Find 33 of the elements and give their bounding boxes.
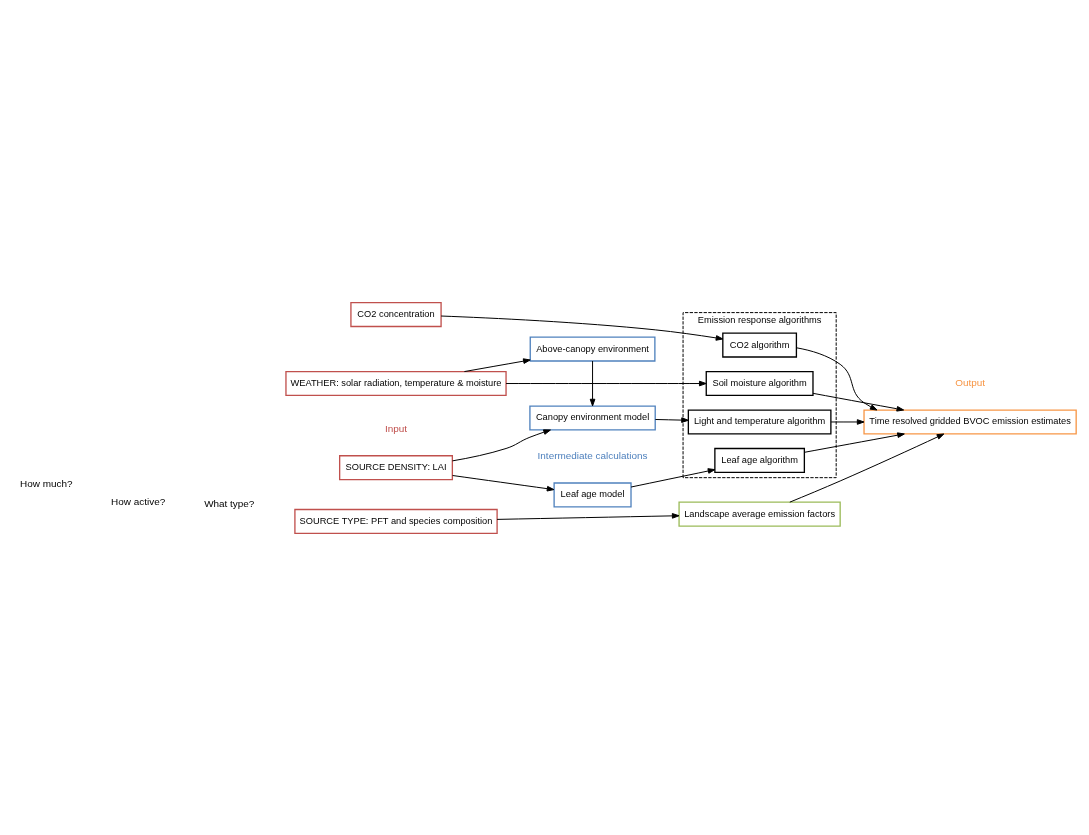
arrow bbox=[796, 346, 878, 410]
node-box: Leaf age algorithm bbox=[714, 447, 806, 473]
node-box: WEATHER: solar radiation, temperature & moisture bbox=[285, 370, 507, 396]
arrow bbox=[440, 315, 724, 341]
arrow bbox=[505, 380, 707, 386]
arrow bbox=[463, 357, 531, 372]
node-box: Landscape average emission factors bbox=[678, 501, 841, 527]
node-box: Soil moisture algorithm bbox=[705, 370, 814, 396]
arrow bbox=[812, 392, 905, 412]
node-box: CO2 algorithm bbox=[722, 332, 798, 358]
node-box: Leaf age model bbox=[553, 481, 632, 507]
arrow bbox=[589, 360, 596, 406]
label: Input bbox=[384, 422, 408, 434]
label: How much? bbox=[20, 477, 73, 489]
arrow bbox=[789, 433, 945, 503]
arrow bbox=[654, 416, 689, 423]
node-box: Canopy environment model bbox=[529, 404, 656, 431]
arrow bbox=[830, 418, 865, 425]
arrow bbox=[451, 428, 551, 461]
arrow bbox=[452, 474, 555, 491]
node-box: CO2 concentration bbox=[350, 301, 442, 327]
arrow bbox=[496, 512, 680, 520]
label: How active? bbox=[111, 495, 166, 507]
arrow bbox=[630, 467, 716, 488]
arrow bbox=[803, 431, 905, 453]
node-box: Above-canopy environment bbox=[529, 335, 656, 362]
node-box: Time resolved gridded BVOC emission estimates bbox=[863, 408, 1077, 435]
label: Output bbox=[955, 376, 986, 388]
label: Intermediate calculations bbox=[537, 449, 648, 461]
node-box: Light and temperature algorithm bbox=[687, 408, 832, 435]
node-box: SOURCE TYPE: PFT and species composition bbox=[294, 508, 498, 534]
label: What type? bbox=[204, 497, 255, 508]
node-box: SOURCE DENSITY: LAI bbox=[339, 454, 453, 480]
